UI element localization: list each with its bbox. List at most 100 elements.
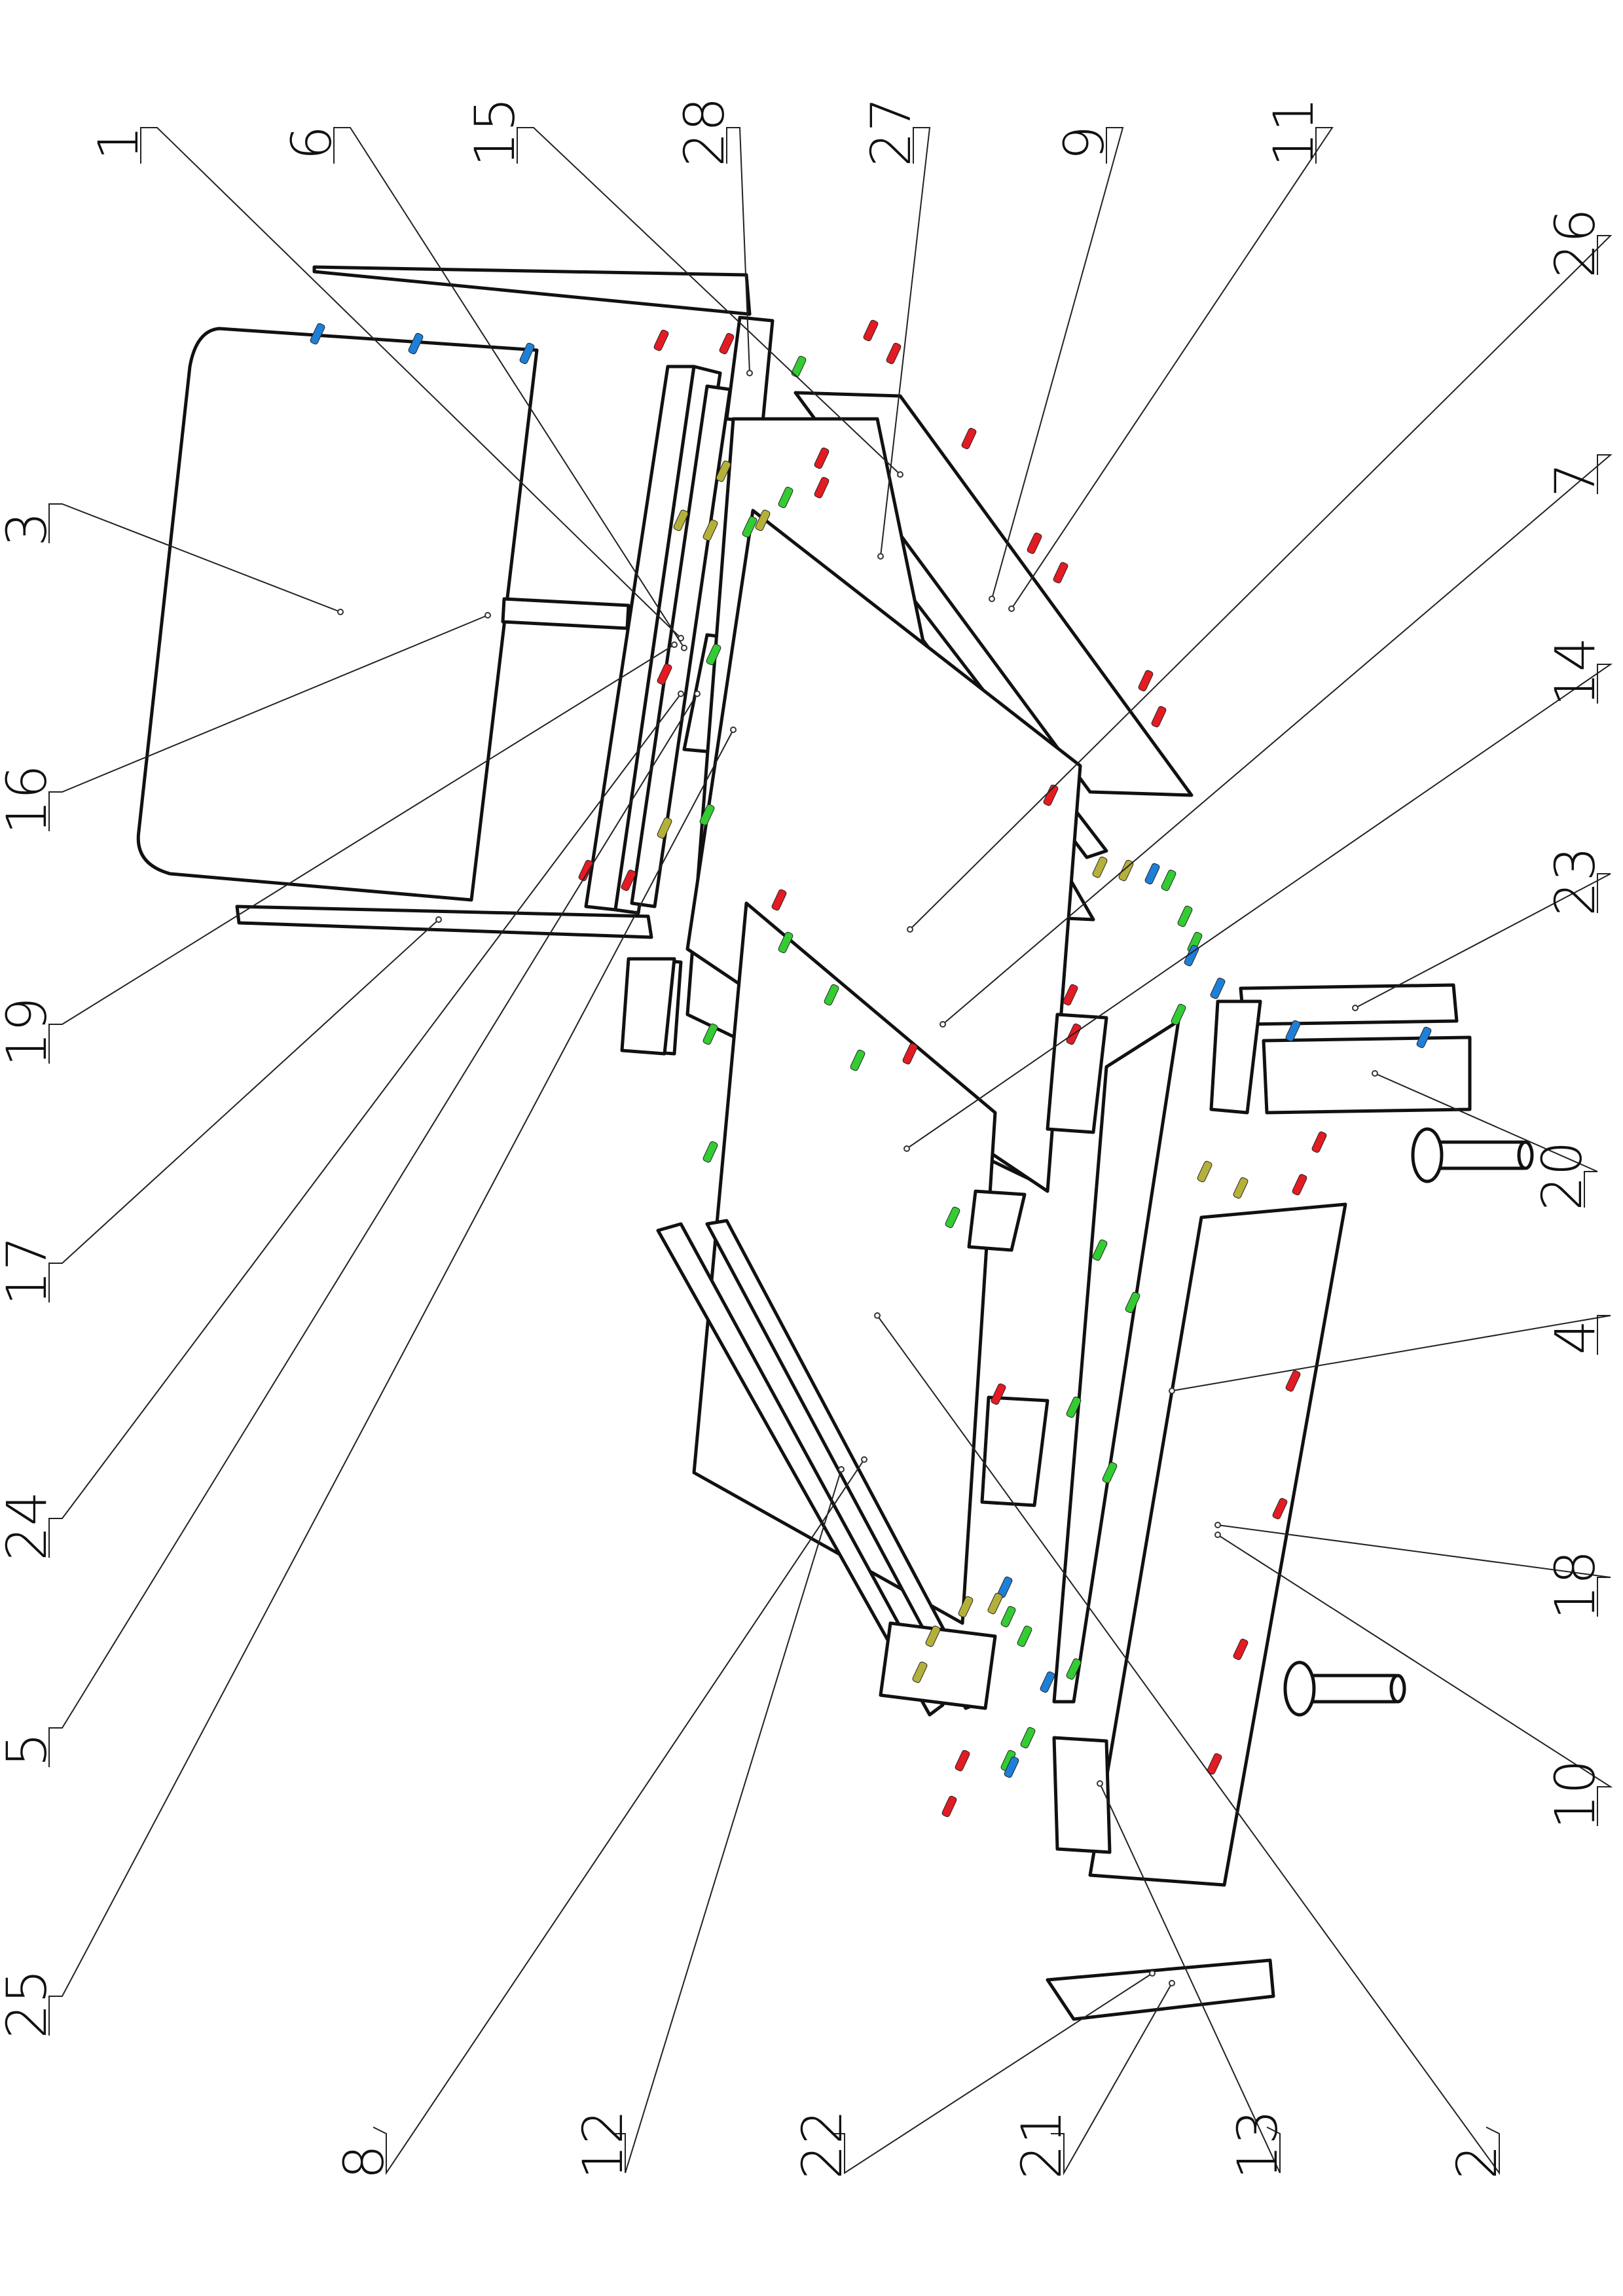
confirmat-fastener bbox=[1027, 532, 1042, 554]
leg-20 bbox=[1411, 1127, 1534, 1183]
screw-fastener bbox=[925, 1625, 941, 1647]
callout-group-28: 28 bbox=[672, 97, 753, 376]
panel-rail-28 bbox=[312, 265, 752, 316]
confirmat-fastener bbox=[1272, 1498, 1288, 1520]
callout-label: 14 bbox=[1543, 637, 1607, 707]
callout-group-7: 7 bbox=[939, 454, 1613, 1028]
confirmat-fastener bbox=[863, 319, 879, 342]
callout-label: 12 bbox=[571, 2109, 635, 2179]
dowel-fastener bbox=[1066, 1658, 1082, 1680]
callout-group-5: 5 bbox=[0, 691, 701, 1767]
callout-label: 13 bbox=[1226, 2109, 1290, 2179]
confirmat-fastener bbox=[621, 869, 636, 891]
dowel-fastener bbox=[1066, 1396, 1082, 1418]
callout-label: 10 bbox=[1543, 1759, 1607, 1829]
callout-group-14: 14 bbox=[903, 637, 1613, 1152]
callout-label: 7 bbox=[1543, 463, 1607, 497]
confirmat-fastener bbox=[814, 476, 830, 499]
screw-fastener bbox=[1233, 1177, 1249, 1199]
screw-fastener bbox=[912, 1661, 928, 1683]
callout-label: 24 bbox=[0, 1491, 59, 1561]
callout-group-12: 12 bbox=[571, 1466, 845, 2179]
callout-label: 22 bbox=[790, 2109, 854, 2179]
screw-fastener bbox=[657, 817, 672, 839]
eccentric-fastener bbox=[1144, 863, 1160, 885]
callout-label: 1 bbox=[86, 126, 151, 160]
confirmat-fastener bbox=[1138, 670, 1154, 692]
dowel-fastener bbox=[1171, 1003, 1186, 1026]
confirmat-fastener bbox=[1063, 984, 1078, 1006]
dowel-fastener bbox=[742, 516, 757, 538]
eccentric-fastener bbox=[1184, 944, 1199, 967]
panel-base-18 bbox=[1088, 1202, 1347, 1887]
screw-fastener bbox=[1197, 1160, 1213, 1183]
eccentric-fastener bbox=[1040, 1671, 1055, 1693]
callout-group-21: 21 bbox=[1010, 1980, 1175, 2179]
dowel-fastener bbox=[824, 984, 839, 1006]
callout-group-4: 4 bbox=[1169, 1315, 1611, 1394]
callout-label: 15 bbox=[463, 97, 527, 167]
eccentric-fastener bbox=[1416, 1026, 1432, 1049]
confirmat-fastener bbox=[941, 1795, 957, 1818]
dowel-fastener bbox=[1000, 1605, 1016, 1628]
dowel-fastener bbox=[945, 1206, 960, 1229]
callout-group-9: 9 bbox=[989, 126, 1124, 602]
callout-label: 26 bbox=[1543, 208, 1607, 278]
eccentric-fastener bbox=[1210, 977, 1226, 999]
callout-label: 28 bbox=[672, 97, 737, 167]
callout-group-16: 16 bbox=[0, 612, 491, 834]
confirmat-fastener bbox=[1285, 1370, 1301, 1392]
callout-group-22: 22 bbox=[790, 1970, 1156, 2179]
panel-block-13 bbox=[1052, 1736, 1112, 1854]
confirmat-fastener bbox=[653, 329, 669, 351]
panel-base-4 bbox=[1052, 1019, 1180, 1704]
panel-frame-24 bbox=[630, 384, 732, 908]
dowel-fastener bbox=[706, 643, 721, 666]
dowel-fastener bbox=[702, 1141, 718, 1163]
callout-group-23: 23 bbox=[1352, 846, 1611, 1011]
callout-group-24: 24 bbox=[0, 691, 684, 1561]
confirmat-fastener bbox=[814, 447, 830, 469]
eccentric-fastener bbox=[519, 342, 535, 365]
panel-back-large bbox=[136, 327, 539, 902]
dowel-fastener bbox=[699, 804, 715, 826]
callout-group-18: 18 bbox=[1214, 1522, 1611, 1620]
callout-label: 6 bbox=[280, 126, 344, 160]
screw-fastener bbox=[716, 460, 731, 482]
leg-10 bbox=[1283, 1660, 1406, 1717]
callout-label: 5 bbox=[0, 1732, 59, 1767]
callout-group-26: 26 bbox=[907, 208, 1613, 933]
eccentric-fastener bbox=[408, 332, 424, 355]
dowel-fastener bbox=[1125, 1291, 1140, 1314]
callout-group-15: 15 bbox=[463, 97, 903, 478]
callout-group-6: 6 bbox=[280, 126, 687, 651]
confirmat-fastener bbox=[1151, 706, 1167, 728]
panel-block-small-b bbox=[967, 1189, 1027, 1252]
confirmat-fastener bbox=[657, 663, 672, 685]
eccentric-fastener bbox=[1004, 1756, 1019, 1778]
dowel-fastener bbox=[1161, 869, 1176, 891]
callout-label: 2 bbox=[1445, 2145, 1509, 2179]
panel-block-23 bbox=[1239, 983, 1459, 1026]
callout-group-13: 13 bbox=[1097, 1780, 1290, 2179]
callout-label: 27 bbox=[859, 97, 923, 167]
panel-frame-8 bbox=[656, 1222, 945, 1717]
eccentric-fastener bbox=[1285, 1020, 1301, 1042]
callout-label: 9 bbox=[1052, 126, 1116, 160]
screw-fastener bbox=[1092, 856, 1108, 878]
panel-block-small-d bbox=[620, 957, 676, 1056]
screw-fastener bbox=[958, 1596, 974, 1618]
screw-fastener bbox=[987, 1592, 1003, 1615]
callout-group-3: 3 bbox=[0, 503, 344, 615]
callout-label: 25 bbox=[0, 1969, 59, 2039]
confirmat-fastener bbox=[1311, 1131, 1327, 1153]
callout-group-20: 20 bbox=[1372, 1070, 1598, 1211]
callout-group-19: 19 bbox=[0, 641, 678, 1067]
panel-column-16 bbox=[501, 597, 630, 630]
callout-group-10: 10 bbox=[1214, 1532, 1613, 1829]
panel-block-small-c bbox=[980, 1395, 1049, 1507]
panel-plate-22 bbox=[879, 1621, 997, 1710]
confirmat-fastener bbox=[1292, 1174, 1307, 1196]
dowel-fastener bbox=[1092, 1239, 1108, 1261]
